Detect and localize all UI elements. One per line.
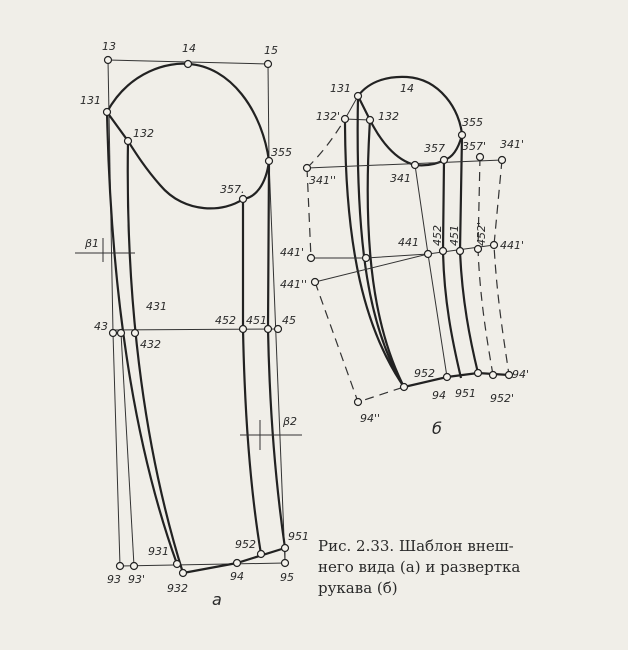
figure-a-points [102, 55, 290, 578]
beta2-arrows [240, 420, 302, 450]
seam-452 [441, 159, 463, 379]
point-label: 452 [431, 225, 444, 246]
line-341pp-341p [306, 159, 503, 169]
point-label: 441' [500, 239, 524, 252]
left-vertical-lower [112, 332, 121, 567]
elbow-line [112, 328, 279, 331]
point-label: 355 [462, 116, 483, 129]
panel-label-b: б [432, 419, 442, 438]
point-label: 132 [133, 127, 154, 140]
point-label: 931 [148, 545, 169, 558]
point-label: 43 [94, 320, 108, 333]
panel-label-a: а [212, 590, 222, 609]
point-label: 94' [512, 368, 529, 381]
point-label: 13 [102, 40, 116, 53]
point-label: 452' [475, 222, 488, 246]
point-label: 355 [271, 146, 292, 159]
point-label: 94 [432, 389, 446, 402]
point-label: 341 [390, 172, 411, 185]
seam-132 [366, 119, 405, 388]
beta1-arrows [75, 238, 135, 262]
sleeve-cap-curve [356, 75, 464, 167]
line-431-93p [120, 332, 135, 567]
figure-a-template: 13 14 15 131 132 355 357. 43 431 432 452… [75, 40, 309, 609]
bottom-line [119, 562, 286, 567]
front-seam-inner [126, 140, 185, 574]
point-label: 952 [235, 538, 256, 551]
dash-441pp-94pp [314, 281, 405, 403]
point-label: 932 [167, 582, 188, 595]
side-line-45-95 [268, 160, 286, 564]
point-label: 951 [288, 530, 309, 543]
point-label: 131 [330, 82, 351, 95]
point-label: 432 [140, 338, 161, 351]
point-label: 431 [146, 300, 167, 313]
seam-451 [458, 134, 480, 374]
point-label: 357 [424, 142, 445, 155]
elbow-seam-451 [266, 160, 287, 549]
point-label: 14 [182, 42, 196, 55]
point-label: 357' [462, 140, 486, 153]
point-label: 93' [128, 573, 145, 586]
figure-caption: Рис. 2.33. Шаблон внеш- него вида (а) и … [318, 537, 521, 597]
point-label: 441'' [280, 278, 307, 291]
point-label: 441' [280, 246, 304, 259]
point-label: 341' [500, 138, 524, 151]
line-341-441 [414, 164, 448, 378]
seam-131 [356, 95, 405, 388]
point-label: 45 [282, 314, 296, 327]
point-label: 132' [316, 110, 340, 123]
dash-341pp-441p [306, 167, 312, 259]
sleeve-cap-curve [105, 62, 271, 210]
elbow-seam-452 [241, 199, 263, 555]
point-label: 94 [230, 570, 244, 583]
point-label: 132 [378, 110, 399, 123]
point-label: 951 [455, 387, 476, 400]
point-label: 15 [264, 44, 278, 57]
figure-b-development: 131 14 132' 132 355 357 357' 341' 341'' … [302, 75, 529, 438]
point-label: 451 [246, 314, 267, 327]
point-label: 14 [400, 82, 414, 95]
point-label: 357. [220, 183, 245, 196]
point-label: 451 [448, 225, 461, 246]
point-label: 93 [107, 573, 121, 586]
point-label: 441 [398, 236, 419, 249]
point-label: 952 [414, 367, 435, 380]
angle-beta2: β2 [282, 415, 297, 428]
dash-132p-341pp [306, 118, 346, 169]
line-441pp [314, 253, 429, 283]
seam-132p [343, 118, 405, 388]
point-label: 341'' [309, 174, 336, 187]
point-label: 95 [280, 571, 294, 584]
point-label: 131 [80, 94, 101, 107]
angle-beta1: β1 [84, 237, 99, 250]
seam-452p [477, 156, 494, 376]
point-label: 452 [215, 314, 236, 327]
figure-b-points [302, 91, 514, 407]
point-label: 952' [490, 392, 514, 405]
line-341p-94p [493, 159, 510, 376]
right-vertical [267, 63, 270, 162]
point-label: 94'' [360, 412, 380, 425]
